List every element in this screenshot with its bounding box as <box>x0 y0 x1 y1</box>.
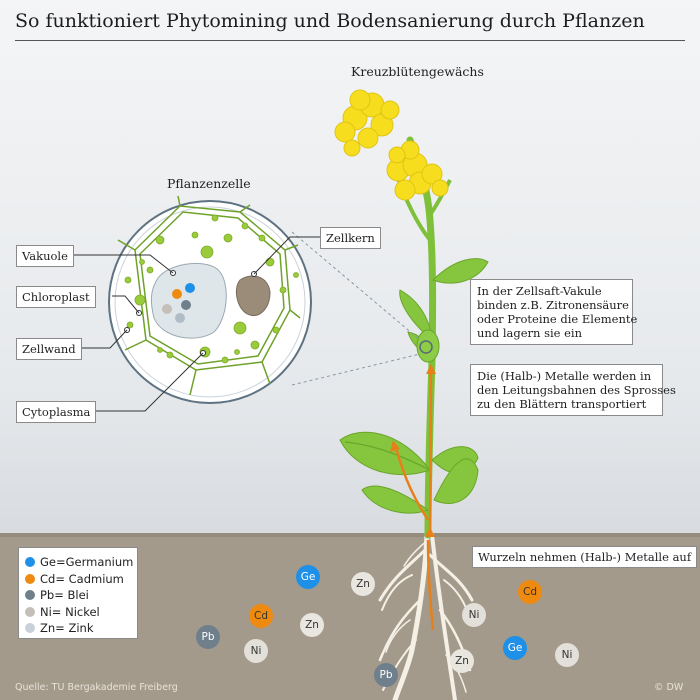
page-title: So funktioniert Phytomining und Bodensan… <box>15 10 645 32</box>
zinc-dot <box>25 623 35 634</box>
roots-note: Wurzeln nehmen (Halb-) Metalle auf <box>472 546 698 568</box>
plant-label: Kreuzblütengewächs <box>351 64 484 79</box>
metal-ge: Ge <box>503 636 527 660</box>
cell-label: Pflanzenzelle <box>167 176 251 191</box>
metal-pb: Pb <box>196 625 220 649</box>
legend-item-cd: Cd= Cadmium <box>25 571 131 588</box>
credit: © DW <box>654 682 684 693</box>
label-vakuole: Vakuole <box>16 245 74 267</box>
vacuole-note: In der Zellsaft-Vakule binden z.B. Zitro… <box>470 279 637 345</box>
metal-legend: Ge=Germanium Cd= Cadmium Pb= Blei Ni= Ni… <box>18 547 138 639</box>
label-zellkern: Zellkern <box>320 227 381 249</box>
metal-ni: Ni <box>462 603 486 627</box>
label-chloroplast: Chloroplast <box>16 286 96 308</box>
metal-ni: Ni <box>555 643 579 667</box>
nickel-dot <box>25 606 35 617</box>
metal-cd: Cd <box>249 604 273 628</box>
nucleus <box>235 275 271 317</box>
zoom-spot <box>419 340 433 354</box>
transport-note: Die (Halb-) Metalle werden in den Leitun… <box>470 364 676 416</box>
metal-zn: Zn <box>300 613 324 637</box>
legend-item-zn: Zn= Zink <box>25 620 131 637</box>
legend-item-ni: Ni= Nickel <box>25 604 131 621</box>
metal-ni: Ni <box>244 639 268 663</box>
transport-arrows <box>394 371 435 631</box>
cadmium-dot <box>25 573 35 584</box>
flowers <box>334 89 449 201</box>
legend-item-ge: Ge=Germanium <box>25 554 133 571</box>
vacuole <box>150 262 227 339</box>
metal-zn: Zn <box>450 649 474 673</box>
title-divider <box>15 40 685 41</box>
germanium-dot <box>25 557 35 568</box>
metal-cd: Cd <box>518 580 542 604</box>
lead-dot <box>25 590 35 601</box>
metal-pb: Pb <box>374 663 398 687</box>
metal-zn: Zn <box>351 572 375 596</box>
plant-cell <box>108 195 312 404</box>
plant-leaves <box>339 258 489 514</box>
label-zellwand: Zellwand <box>16 338 82 360</box>
metal-ge: Ge <box>296 565 320 589</box>
legend-item-pb: Pb= Blei <box>25 587 131 604</box>
source-note: Quelle: TU Bergakademie Freiberg <box>15 682 178 693</box>
label-cytoplasma: Cytoplasma <box>16 401 97 423</box>
